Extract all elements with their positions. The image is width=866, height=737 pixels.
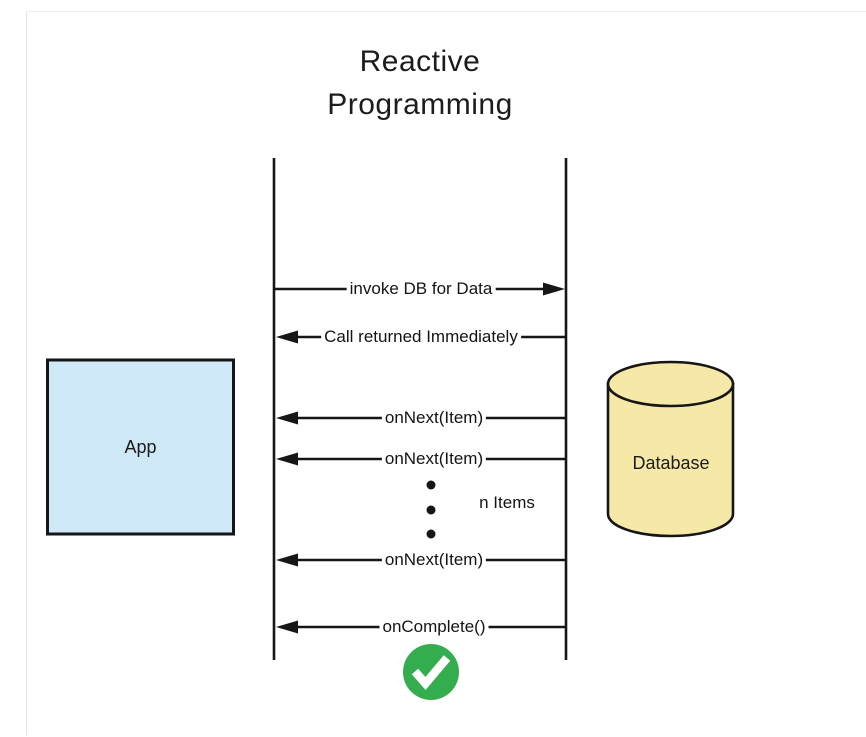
actor-database-label: Database — [632, 453, 710, 473]
arrowhead-left-icon — [276, 411, 298, 425]
message-label-call-returned: Call returned Immediately — [321, 326, 521, 348]
actor-app-box — [46, 358, 235, 536]
arrowhead-left-icon — [276, 452, 298, 466]
message-label-oncomplete: onComplete() — [379, 616, 489, 638]
page-title-line2: Programming — [327, 88, 513, 121]
panel-edge-left — [26, 11, 27, 735]
page-title-line1: Reactive — [359, 45, 481, 78]
arrowhead-left-icon — [276, 330, 298, 344]
ellipsis-dot — [426, 529, 436, 539]
message-label-invoke: invoke DB for Data — [346, 278, 496, 300]
check-mark-icon — [411, 655, 451, 691]
page-title: Reactive Programming — [170, 40, 670, 126]
message-label-onnext-3: onNext(Item) — [381, 549, 487, 571]
ellipsis-dot — [426, 480, 436, 490]
message-label-onnext-2: onNext(Item) — [381, 448, 487, 470]
message-label-onnext-1: onNext(Item) — [381, 407, 487, 429]
n-items-label: n Items — [479, 493, 535, 512]
panel-edge-top — [26, 11, 866, 12]
ellipsis-dot — [426, 505, 436, 515]
actor-database-cylinder-top — [606, 360, 735, 408]
actor-database-cylinder-body — [606, 382, 735, 538]
arrowhead-left-icon — [276, 553, 298, 567]
actor-app-label: App — [124, 437, 157, 457]
arrowhead-right-icon — [543, 282, 565, 296]
arrowhead-left-icon — [276, 620, 298, 634]
